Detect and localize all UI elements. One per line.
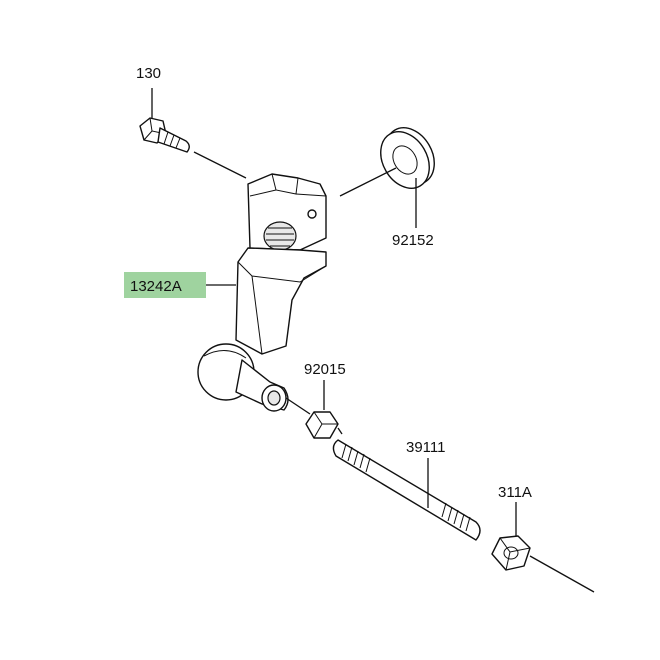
label-92015: 92015 xyxy=(304,361,346,378)
nut-92015 xyxy=(305,380,343,439)
label-13242A: 13242A xyxy=(130,278,182,295)
bolt-130 xyxy=(139,88,247,179)
label-39111: 39111 xyxy=(406,439,446,456)
bolt-shank xyxy=(157,127,190,153)
rod-body xyxy=(332,439,481,541)
label-311A: 311A xyxy=(498,484,532,501)
lever-arm xyxy=(235,247,327,355)
nut-311A xyxy=(491,502,595,593)
washer-92152 xyxy=(339,127,435,228)
lever-13242A xyxy=(124,173,327,415)
rod-39111 xyxy=(332,439,481,541)
label-130: 130 xyxy=(136,65,161,82)
label-92152: 92152 xyxy=(392,232,434,249)
label-highlight xyxy=(124,272,206,298)
